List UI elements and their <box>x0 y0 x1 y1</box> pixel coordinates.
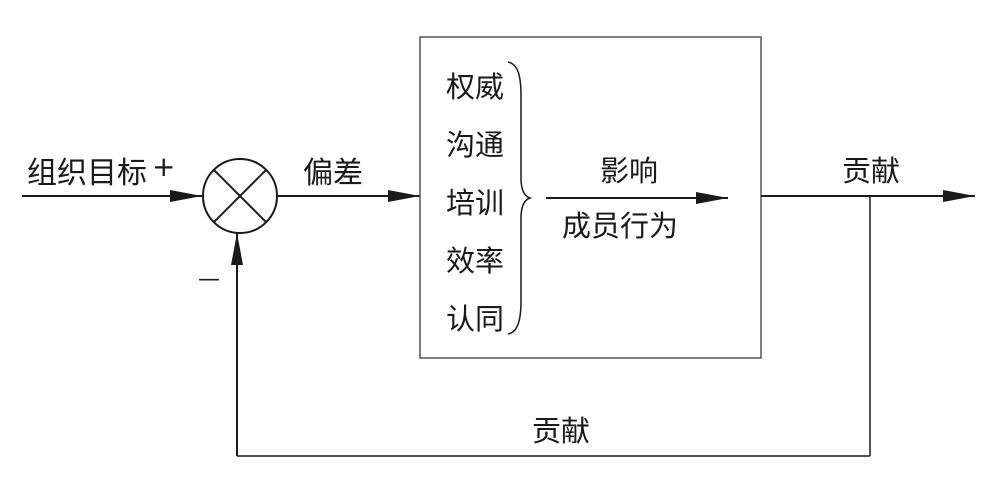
summing-junction <box>202 158 278 234</box>
controller-factor-3: 效率 <box>446 244 504 278</box>
plus-sign: + <box>152 150 175 183</box>
input-label: 组织目标 <box>27 156 147 191</box>
controller-factor-0: 权威 <box>446 70 504 104</box>
influence-label: 影响 <box>600 154 658 188</box>
behavior-label: 成员行为 <box>562 209 678 243</box>
controller-factor-2: 培训 <box>446 186 504 220</box>
minus-sign: — <box>198 267 220 292</box>
controller-factor-4: 认同 <box>446 302 504 336</box>
controller-factor-1: 沟通 <box>446 128 504 162</box>
output-label: 贡献 <box>842 154 900 188</box>
error-label: 偏差 <box>303 156 363 191</box>
feedback-label: 贡献 <box>532 414 590 448</box>
factors-brace <box>507 61 533 335</box>
